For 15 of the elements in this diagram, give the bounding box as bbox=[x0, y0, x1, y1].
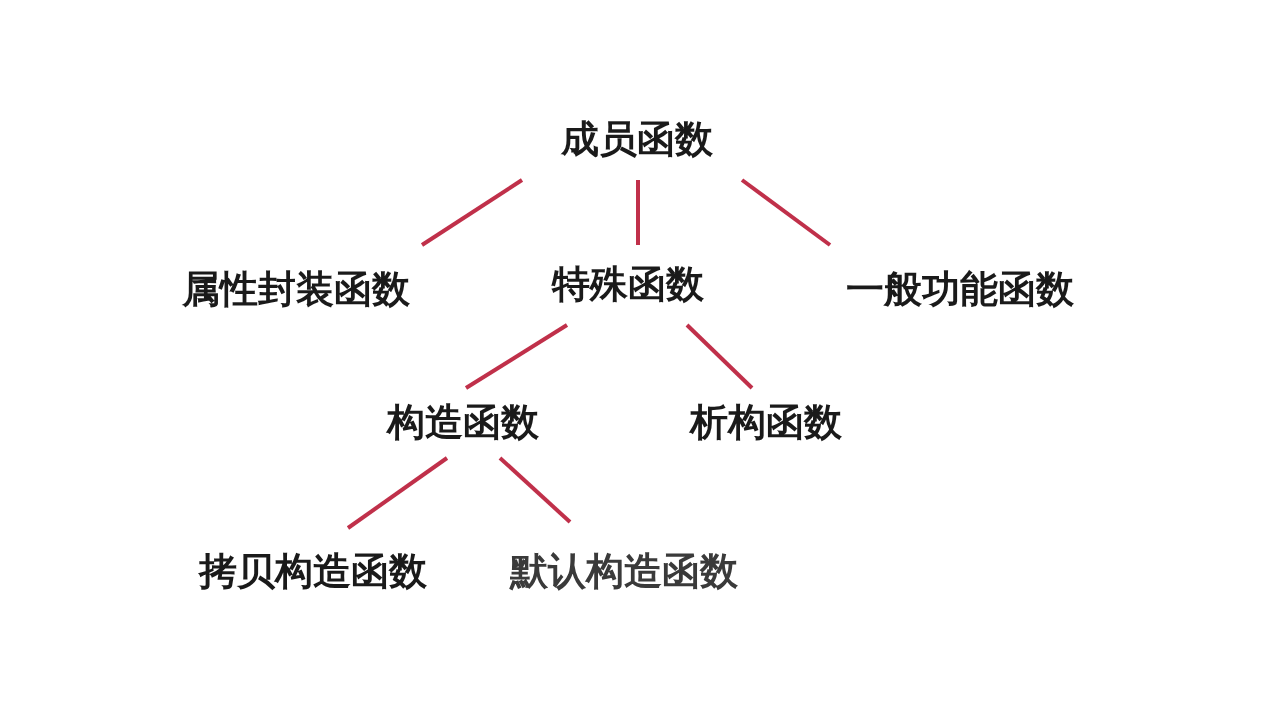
connector-line bbox=[685, 323, 754, 390]
node-label: 特殊函数 bbox=[552, 264, 704, 306]
node-label: 成员函数 bbox=[561, 119, 713, 161]
connector-line bbox=[740, 178, 832, 247]
node-label: 一般功能函数 bbox=[846, 269, 1074, 311]
node-label: 构造函数 bbox=[387, 402, 539, 444]
connector-line bbox=[498, 456, 572, 524]
node-label: 默认构造函数 bbox=[510, 551, 738, 593]
connector-line bbox=[346, 456, 449, 530]
connector-line bbox=[420, 178, 524, 247]
node-label: 析构函数 bbox=[690, 402, 842, 444]
node-label: 拷贝构造函数 bbox=[199, 551, 427, 593]
node-label: 属性封装函数 bbox=[182, 269, 410, 311]
connector-line bbox=[464, 323, 569, 390]
connector-line bbox=[636, 180, 640, 245]
